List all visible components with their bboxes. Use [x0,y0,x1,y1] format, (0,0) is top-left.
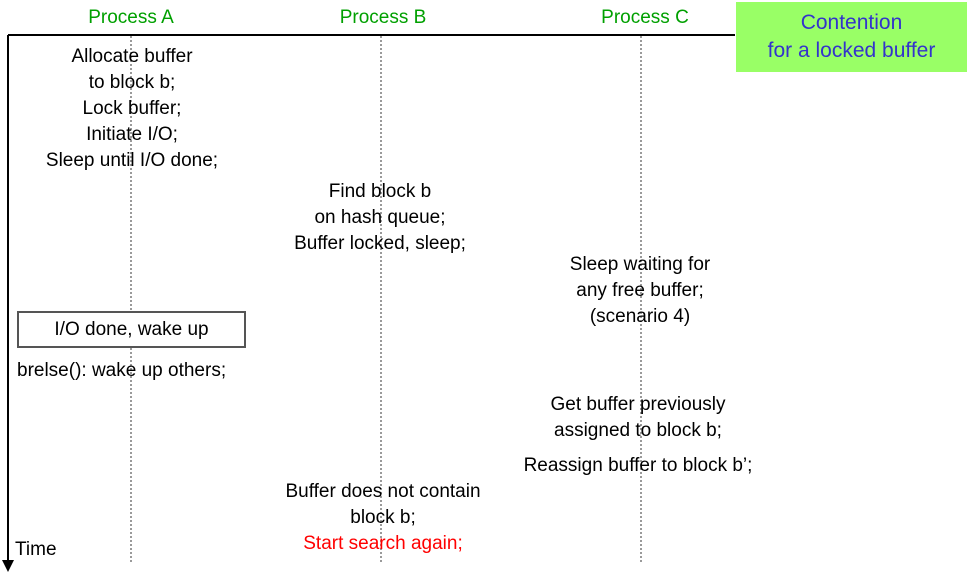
title-callout-line-1: Contention [800,11,903,34]
column-header-process-a: Process A [88,7,174,28]
title-callout: Contention for a locked buffer [736,2,967,72]
event-process-b-start-search-again: Start search again; [303,533,463,554]
column-header-process-c: Process C [601,7,689,28]
lifeline-process-b [380,36,382,563]
time-arrow-icon [2,560,14,572]
title-callout-line-2: for a locked buffer [767,39,936,62]
event-process-a-io-done-label: I/O done, wake up [54,318,209,340]
event-process-b-buffer-mismatch: Buffer does not contain block b; [285,481,481,528]
event-process-a-io-done-box: I/O done, wake up [17,311,246,348]
event-process-a-allocate: Allocate buffer to block b; Lock buffer;… [45,46,219,171]
top-horizontal-rule [8,34,735,36]
time-axis-line [7,35,9,563]
lifeline-process-c [640,36,642,563]
time-axis-label: Time [15,539,57,560]
event-process-a-brelse: brelse(): wake up others; [17,360,227,381]
column-header-process-b: Process B [339,7,427,28]
event-process-c-get-buffer: Get buffer previously assigned to block … [550,394,726,441]
event-process-b-find-block: Find block b on hash queue; Buffer locke… [294,181,466,254]
lifeline-process-a [130,36,132,563]
event-process-c-reassign-buffer: Reassign buffer to block b’; [523,455,753,476]
event-process-c-sleep-waiting: Sleep waiting for any free buffer; (scen… [569,254,711,327]
